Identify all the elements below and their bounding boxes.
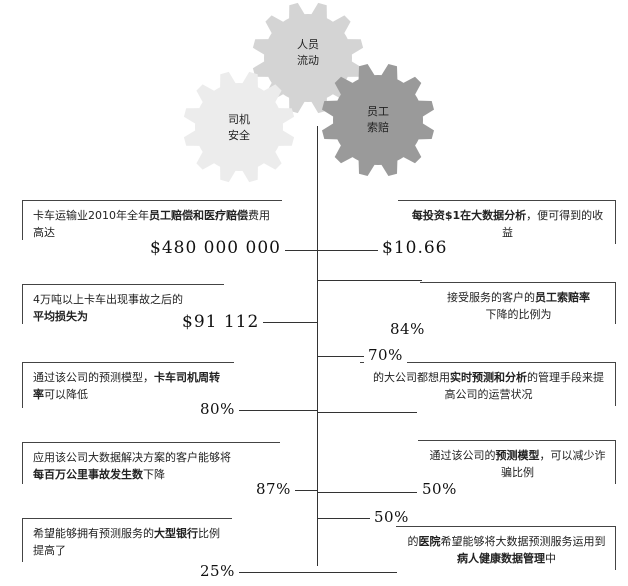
right-value-5: 50% <box>370 508 413 526</box>
left-box-2: 4万吨以上卡车出现事故之后的平均损失为 <box>22 284 224 324</box>
branch-line <box>230 572 318 573</box>
right-box-2: 接受服务的客户的员工索赔率下降的比例为 <box>420 282 616 324</box>
center-trunk-line <box>317 126 318 566</box>
left-value-2: $91 112 <box>178 312 264 332</box>
right-value-1: $10.66 <box>378 238 452 258</box>
branch-line <box>280 490 318 491</box>
branch-line <box>317 356 367 357</box>
right-box-4: 通过该公司的预测模型，可以减少诈骗比例 <box>418 440 616 484</box>
branch-line <box>317 572 397 573</box>
gear-label-personnel-flow: 人员 流动 <box>297 38 319 67</box>
right-value-2: 84% <box>386 320 429 338</box>
left-value-5: 25% <box>196 562 239 580</box>
right-box-3: 的大公司都想用实时预测和分析的管理手段来提高公司的运营状况 <box>360 362 616 406</box>
gear-label-driver-safety: 司机 安全 <box>228 113 250 142</box>
branch-line <box>317 492 417 493</box>
right-value-4: 50% <box>418 480 461 498</box>
right-value-3: 70% <box>364 346 407 364</box>
gear-label-employee-claims: 员工 索赔 <box>367 105 389 134</box>
left-box-5: 希望能够拥有预测服务的大型银行比例提高了 <box>22 518 232 562</box>
gear-personnel-flow-icon <box>252 2 364 114</box>
branch-line <box>226 410 318 411</box>
gear-employee-claims-icon <box>322 64 434 176</box>
branch-line <box>272 250 382 251</box>
branch-line <box>317 280 422 281</box>
right-box-5: 的医院希望能够将大数据预测服务运用到病人健康数据管理中 <box>396 526 616 570</box>
branch-line <box>258 322 318 323</box>
branch-line <box>317 518 372 519</box>
left-value-1: $480 000 000 <box>146 238 285 258</box>
left-value-3: 80% <box>196 400 239 418</box>
left-value-4: 87% <box>252 480 295 498</box>
right-box-1: 每投资$1在大数据分析，便可得到的收益 <box>398 200 616 244</box>
gear-driver-safety-icon <box>183 71 295 183</box>
left-box-4: 应用该公司大数据解决方案的客户能够将每百万公里事故发生数下降 <box>22 442 280 484</box>
left-box-1: 卡车运输业2010年全年员工赔偿和医疗赔偿费用高达 <box>22 200 282 240</box>
left-box-3: 通过该公司的预测模型，卡车司机周转率可以降低 <box>22 362 234 408</box>
branch-line <box>317 412 417 413</box>
